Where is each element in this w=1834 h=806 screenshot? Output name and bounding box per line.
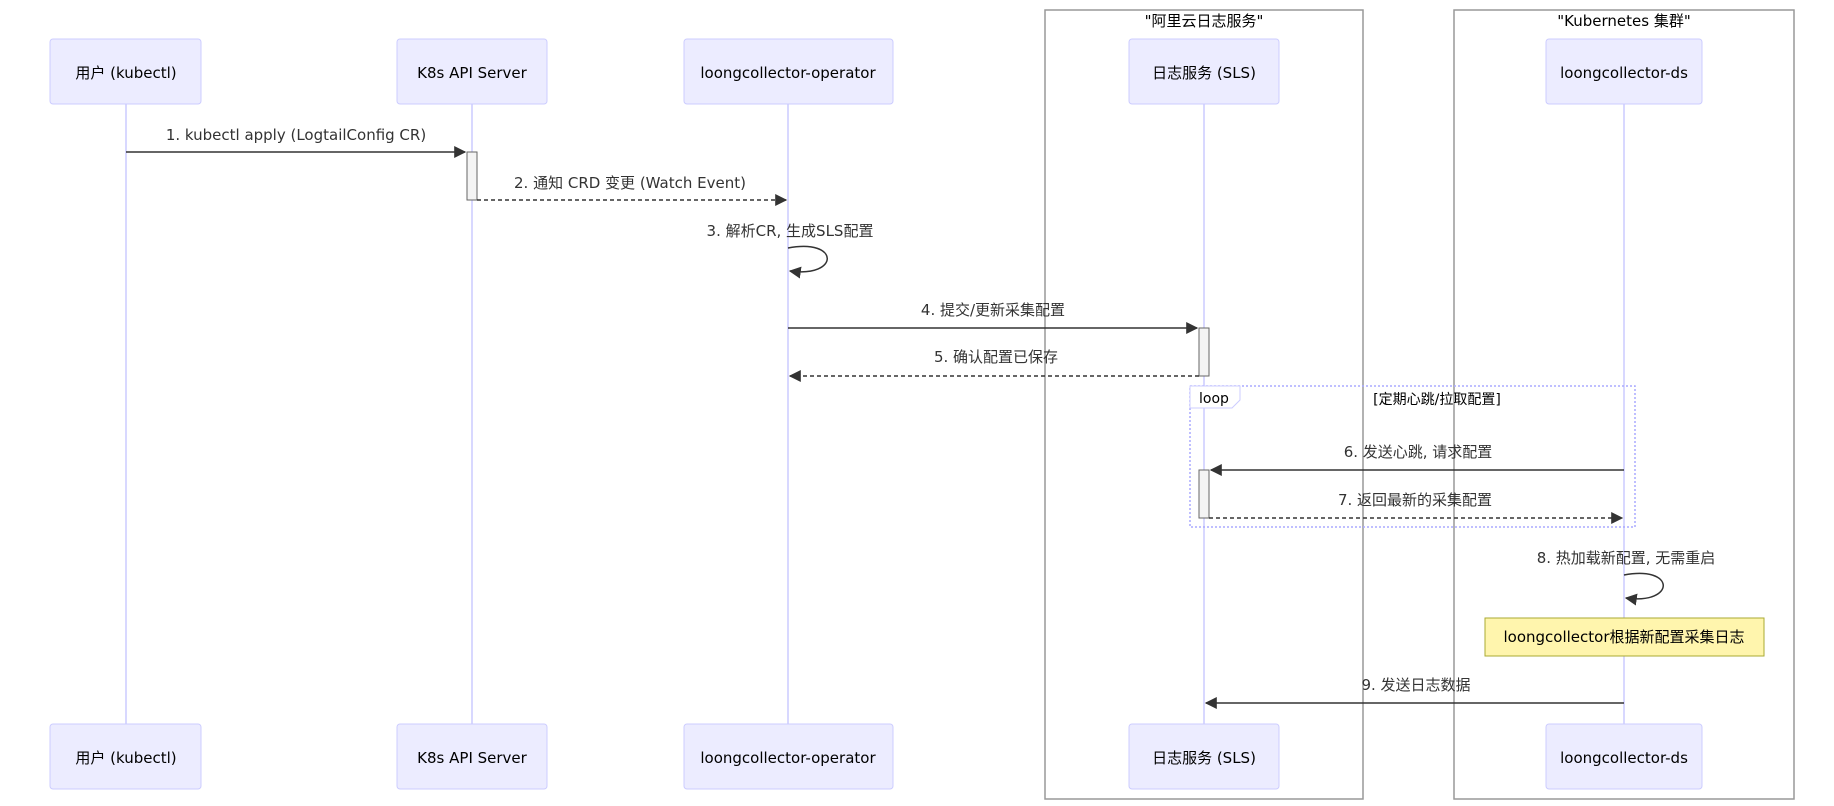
loop-frame xyxy=(1189,385,1636,528)
participant-sls-top: 日志服务 (SLS) xyxy=(1128,38,1280,105)
participant-api-server-top-label: K8s API Server xyxy=(417,64,527,82)
message-8-label: 8. 热加载新配置, 无需重启 xyxy=(1537,549,1716,567)
participant-api-server-bottom-box xyxy=(396,723,548,790)
group-kubernetes-cluster: "Kubernetes 集群" xyxy=(1453,9,1795,800)
participant-sls-bottom-box xyxy=(1128,723,1280,790)
participant-ds-bottom-box xyxy=(1545,723,1703,790)
message-2: 2. 通知 CRD 变更 (Watch Event) xyxy=(477,174,788,206)
note-box xyxy=(1484,617,1765,657)
message-8-arrow xyxy=(1623,572,1664,606)
participant-api-server-bottom: K8s API Server xyxy=(396,723,548,790)
message-3-label: 3. 解析CR, 生成SLS配置 xyxy=(707,222,874,240)
participant-user-bottom: 用户 (kubectl) xyxy=(49,723,202,790)
note-text: loongcollector根据新配置采集日志 xyxy=(1503,628,1744,646)
loop-tab xyxy=(1189,385,1241,409)
message-3-arrow xyxy=(787,245,828,279)
participant-api-server-top-box xyxy=(396,38,548,105)
participant-sls-top-box xyxy=(1128,38,1280,105)
message-7: 7. 返回最新的采集配置 xyxy=(1209,491,1624,524)
group-k8s-label: "Kubernetes 集群" xyxy=(1557,12,1690,30)
participant-user-top: 用户 (kubectl) xyxy=(49,38,202,105)
participant-user-bottom-box xyxy=(49,723,202,790)
message-5-label: 5. 确认配置已保存 xyxy=(934,348,1058,366)
participant-ds-bottom-label: loongcollector-ds xyxy=(1560,749,1688,767)
message-2-label: 2. 通知 CRD 变更 (Watch Event) xyxy=(514,174,746,192)
participant-operator-top-label: loongcollector-operator xyxy=(700,64,876,82)
group-k8s-box xyxy=(1453,9,1795,800)
message-4-label: 4. 提交/更新采集配置 xyxy=(921,301,1065,319)
note: loongcollector根据新配置采集日志 xyxy=(1484,617,1765,657)
group-aliyun-label: "阿里云日志服务" xyxy=(1145,12,1264,30)
participant-ds-top-box xyxy=(1545,38,1703,105)
message-1-label: 1. kubectl apply (LogtailConfig CR) xyxy=(166,126,426,144)
activation-api-server xyxy=(466,151,478,201)
message-1: 1. kubectl apply (LogtailConfig CR) xyxy=(126,126,467,158)
activation-sls-1 xyxy=(1198,327,1210,377)
participant-operator-bottom-label: loongcollector-operator xyxy=(700,749,876,767)
participant-user-top-box xyxy=(49,38,202,105)
participant-ds-bottom: loongcollector-ds xyxy=(1545,723,1703,790)
loop-block: loop [定期心跳/拉取配置] xyxy=(1189,385,1636,528)
message-9: 9. 发送日志数据 xyxy=(1204,676,1624,709)
message-7-label: 7. 返回最新的采集配置 xyxy=(1338,491,1492,509)
participant-ds-top: loongcollector-ds xyxy=(1545,38,1703,105)
message-6: 6. 发送心跳, 请求配置 xyxy=(1209,443,1624,476)
message-9-label: 9. 发送日志数据 xyxy=(1361,676,1470,694)
participant-sls-bottom: 日志服务 (SLS) xyxy=(1128,723,1280,790)
message-4: 4. 提交/更新采集配置 xyxy=(788,301,1199,334)
participant-operator-top: loongcollector-operator xyxy=(683,38,894,105)
loop-keyword: loop xyxy=(1199,391,1229,407)
group-aliyun-box xyxy=(1044,9,1364,800)
participant-operator-bottom: loongcollector-operator xyxy=(683,723,894,790)
participant-sls-top-label: 日志服务 (SLS) xyxy=(1152,64,1256,82)
loop-condition: [定期心跳/拉取配置] xyxy=(1373,392,1501,408)
group-aliyun-log-service: "阿里云日志服务" xyxy=(1044,9,1364,800)
participant-operator-top-box xyxy=(683,38,894,105)
message-6-label: 6. 发送心跳, 请求配置 xyxy=(1344,443,1493,461)
participant-ds-top-label: loongcollector-ds xyxy=(1560,64,1688,82)
participant-user-top-label: 用户 (kubectl) xyxy=(75,64,176,82)
message-8: 8. 热加载新配置, 无需重启 xyxy=(1537,549,1716,606)
message-3: 3. 解析CR, 生成SLS配置 xyxy=(707,222,874,279)
participant-api-server-bottom-label: K8s API Server xyxy=(417,749,527,767)
activation-sls-2 xyxy=(1198,469,1210,519)
participant-operator-bottom-box xyxy=(683,723,894,790)
participant-user-bottom-label: 用户 (kubectl) xyxy=(75,749,176,767)
participant-sls-bottom-label: 日志服务 (SLS) xyxy=(1152,749,1256,767)
message-5: 5. 确认配置已保存 xyxy=(788,348,1199,382)
participant-api-server-top: K8s API Server xyxy=(396,38,548,105)
